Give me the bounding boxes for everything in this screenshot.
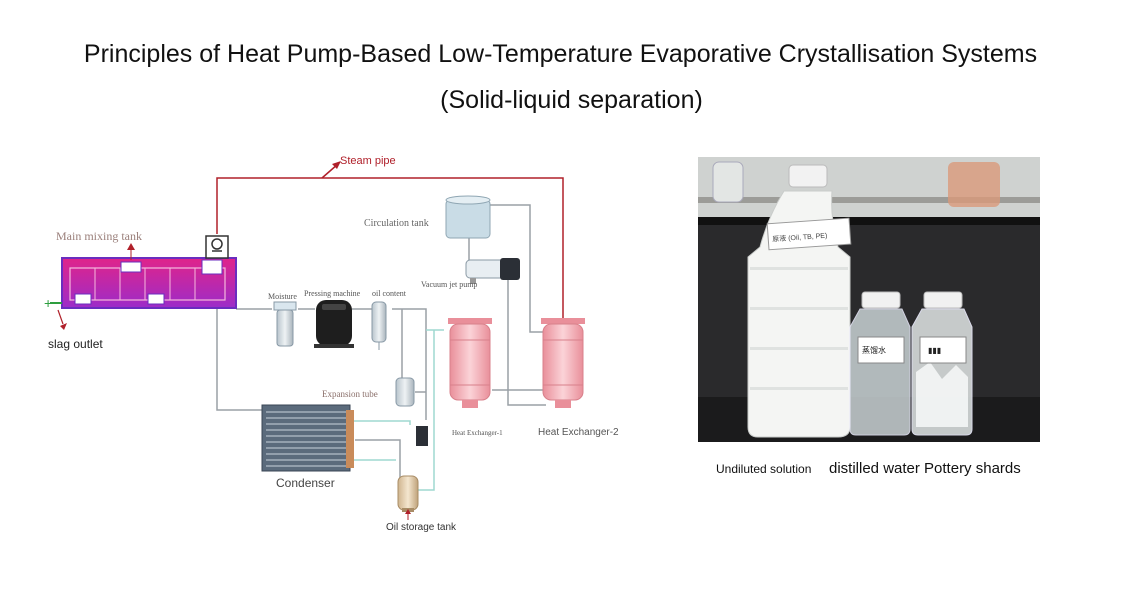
title-line-1: Principles of Heat Pump-Based Low-Temper… [83, 40, 1038, 68]
main-mixing-tank [61, 235, 237, 309]
steam-pipe-label: Steam pipe [340, 155, 396, 167]
condenser [261, 404, 354, 472]
svg-text:+: + [44, 295, 52, 311]
oil-storage-tank [397, 475, 419, 512]
circulation-tank-label: Circulation tank [364, 218, 429, 229]
moisture-filter [273, 301, 297, 347]
caption-distilled-water-pottery-shards: distilled water Pottery shards [829, 460, 1021, 477]
distilled-water-bottle [849, 291, 911, 436]
slag-outlet-label: slag outlet [48, 337, 103, 351]
vacuum-jet-pump-label: Vacuum jet pump [421, 280, 477, 289]
steam-pipe-arrow-icon [332, 161, 341, 169]
main-mixing-tank-label: Main mixing tank [56, 229, 142, 243]
circulation-tank [445, 195, 491, 239]
heat-exchanger-1-label: Heat Exchanger-1 [452, 429, 503, 437]
pressing-machine-label: Pressing machine [304, 289, 361, 298]
heat-exchanger-2-label: Heat Exchanger-2 [538, 427, 619, 438]
slag-outlet-arrow-icon [60, 323, 67, 330]
valve [416, 426, 428, 446]
moisture-label: Moisture [268, 292, 297, 301]
cold-pipes [350, 329, 444, 491]
small-bottle-label-1: 蒸馏水 [862, 345, 886, 355]
oil-storage-arrow-icon [405, 509, 411, 514]
oil-storage-tank-label: Oil storage tank [386, 522, 457, 533]
oil-content-label: oil content [372, 289, 407, 298]
oil-content-separator [371, 301, 387, 350]
condenser-label: Condenser [276, 476, 335, 490]
bottles-photo: 原液 (Oil, TB, PE) 蒸馏水 ▮▮▮ [698, 157, 1040, 442]
pressing-machine [314, 300, 354, 348]
heat-exchanger-1 [448, 318, 492, 408]
heat-exchanger-2 [541, 318, 585, 408]
vacuum-jet-pump [465, 258, 520, 284]
expansion-tube [395, 377, 415, 407]
svg-text:▮▮▮: ▮▮▮ [928, 346, 941, 355]
pottery-shards-bottle: ▮▮▮ [911, 291, 973, 436]
caption-undiluted-solution: Undiluted solution [716, 462, 812, 476]
process-diagram: Steam pipe Main [44, 155, 619, 533]
title-line-2: (Solid-liquid separation) [440, 86, 703, 114]
process-pipes [216, 204, 546, 479]
mixing-tank-arrow-icon [127, 243, 135, 250]
expansion-tube-label: Expansion tube [322, 389, 378, 399]
large-bottle [747, 164, 852, 438]
slag-outlet: + [44, 295, 67, 330]
